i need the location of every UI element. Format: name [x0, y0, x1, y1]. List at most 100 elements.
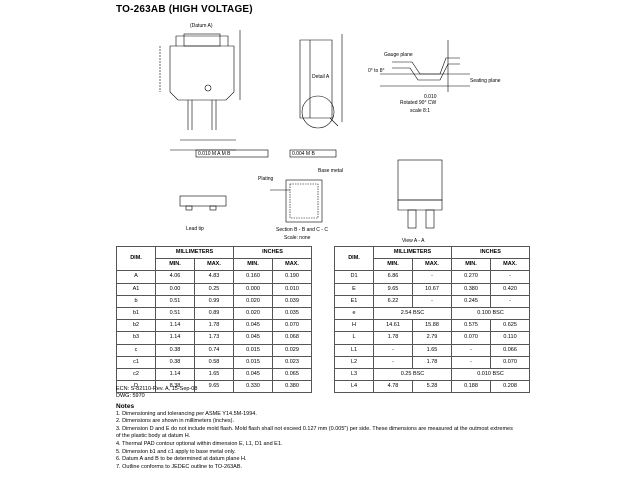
note-item: 1. Dimensioning and tolerancing per ASME…	[116, 410, 257, 417]
label-scale: scale 8:1	[410, 108, 430, 114]
note-item: 4. Thermal PAD contour optional within d…	[116, 440, 283, 447]
label-rotated: Rotated 90° CW	[400, 100, 436, 106]
notes-block: Notes 1. Dimensioning and tolerancing pe…	[116, 403, 516, 471]
dim-symbol: E1	[334, 294, 374, 308]
dim-symbol: e	[334, 306, 374, 321]
inch-header: INCHES	[451, 245, 530, 260]
note-item: 5. Dimension b1 and c1 apply to base met…	[116, 448, 236, 455]
inch-value: 0.270	[451, 270, 491, 284]
note-item: 2. Dimensions are shown in millimeters (…	[116, 418, 234, 425]
dim-symbol: E	[334, 282, 374, 296]
label-seating-plane: Seating plane	[470, 78, 501, 84]
inch-value: -	[490, 270, 530, 284]
mm-value: 1.78	[412, 355, 452, 369]
dimensions-table-right: DIM. MILLIMETERS INCHES MIN. MAX. MIN. M…	[334, 245, 530, 394]
dim-symbol: L4	[334, 380, 374, 394]
inch-value: 0.330	[233, 380, 273, 394]
label-tolerance-2: 0.004 M B	[292, 151, 315, 157]
lead-tip-view	[179, 195, 227, 211]
dim-symbol: L1	[334, 343, 374, 357]
table-row: L2-1.78-0.070	[334, 355, 530, 369]
label-tolerance-1: 0.010 M A M B	[198, 151, 231, 157]
top-view	[159, 30, 269, 158]
inch-value: 0.070	[451, 331, 491, 345]
mm-value: 0.58	[194, 355, 234, 369]
mm-value: 0.51	[155, 306, 195, 321]
inch-value: 0.188	[451, 380, 491, 394]
inch-value: 0.039	[272, 294, 312, 308]
mm-header: MILLIMETERS	[373, 245, 452, 260]
mm-value: 2.79	[412, 331, 452, 345]
mm-value: 0.38	[155, 355, 195, 369]
inch-value: 0.110	[490, 331, 530, 345]
mm-value: 0.74	[194, 343, 234, 357]
ecn-block: ECN: S-82110-Rev. A, 15-Sep-08 DWG: 5970	[116, 386, 197, 399]
mm-value: -	[373, 355, 413, 369]
dim-symbol: c1	[116, 355, 156, 369]
mm-value: 1.78	[373, 331, 413, 345]
note-item: 6. Datum A and B to be determined at dat…	[116, 456, 247, 463]
mm-value: 0.25 BSC	[373, 367, 452, 382]
inch-value: 0.020	[233, 294, 273, 308]
mm-value: 1.14	[155, 331, 195, 345]
ecn-line: ECN: S-82110-Rev. A, 15-Sep-08	[116, 386, 198, 392]
inch-value: 0.045	[233, 319, 273, 333]
dim-header: DIM.	[116, 245, 156, 272]
inch-value: 0.420	[490, 282, 530, 296]
mm-value: -	[412, 270, 452, 284]
dim-symbol: L	[334, 331, 374, 345]
inch-value: 0.010 BSC	[451, 367, 530, 382]
inch-value: 0.245	[451, 294, 491, 308]
inch-value: 0.190	[272, 270, 312, 284]
mm-value: -	[412, 294, 452, 308]
dim-header: DIM.	[334, 245, 374, 272]
col-header: MIN.	[373, 258, 413, 272]
mm-value: 5.28	[412, 380, 452, 394]
mm-value: 0.00	[155, 282, 195, 296]
mm-value: 1.78	[194, 319, 234, 333]
inch-value: 0.023	[272, 355, 312, 369]
label-datum-a: (Datum A)	[190, 23, 213, 29]
inch-value: 0.625	[490, 319, 530, 333]
label-lead-tip: Lead tip	[186, 226, 204, 232]
dim-symbol: L2	[334, 355, 374, 369]
inch-value: -	[451, 343, 491, 357]
inch-value: 0.045	[233, 331, 273, 345]
inch-value: 0.000	[233, 282, 273, 296]
mm-value: 1.14	[155, 319, 195, 333]
note-item: 3. Dimension D and E do not include mold…	[116, 425, 513, 440]
mm-value: 9.65	[194, 380, 234, 394]
mm-value: 6.86	[373, 270, 413, 284]
mm-value: 14.61	[373, 319, 413, 333]
dim-symbol: b	[116, 294, 156, 308]
inch-header: INCHES	[233, 245, 312, 260]
inch-value: 0.575	[451, 319, 491, 333]
notes-title: Notes	[116, 403, 135, 410]
inch-value: 0.070	[272, 319, 312, 333]
mm-value: 0.38	[155, 343, 195, 357]
inch-value: 0.100 BSC	[451, 306, 530, 321]
inch-value: 0.380	[272, 380, 312, 394]
inch-value: 0.065	[272, 367, 312, 382]
inch-value: 0.015	[233, 355, 273, 369]
mm-value: 10.67	[412, 282, 452, 296]
inch-value: 0.160	[233, 270, 273, 284]
inch-value: 0.015	[233, 343, 273, 357]
col-header: MIN.	[155, 258, 195, 272]
label-detail-a: Detail A	[312, 74, 330, 80]
detail-a-view	[380, 40, 470, 92]
dim-symbol: A	[116, 270, 156, 284]
mm-value: 1.65	[194, 367, 234, 382]
mm-value: 0.25	[194, 282, 234, 296]
page-title: TO-263AB (HIGH VOLTAGE)	[116, 4, 253, 15]
col-header: MAX.	[272, 258, 312, 272]
mm-value: 15.88	[412, 319, 452, 333]
